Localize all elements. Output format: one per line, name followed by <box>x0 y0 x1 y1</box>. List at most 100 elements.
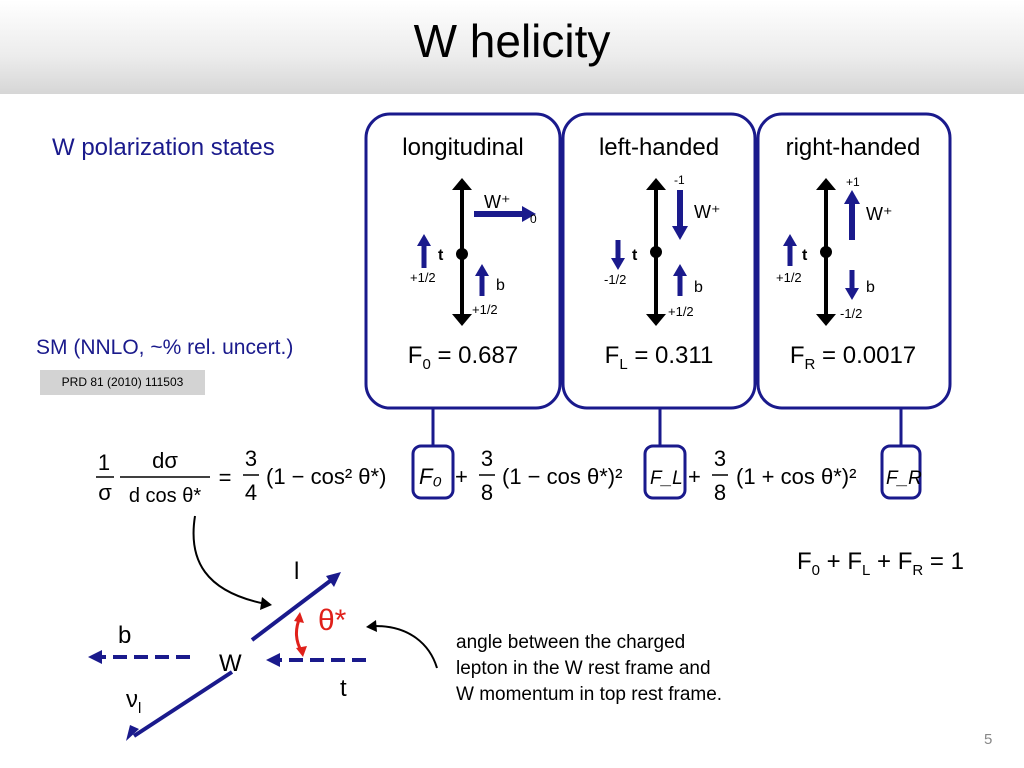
fl-highlight-box <box>643 444 687 500</box>
w-spin: +1 <box>846 175 860 189</box>
title-bar <box>0 0 1024 94</box>
angle-description-line: angle between the charged <box>456 632 686 653</box>
sum-fr-sub: R <box>912 561 924 579</box>
formula-c2-num: 3 <box>481 446 493 471</box>
sum-rule: F0 + FL + FR = 1 <box>797 548 964 579</box>
fraction-symbol: F <box>604 342 620 369</box>
axis-arrowhead-down <box>646 314 666 326</box>
sum-plus: + <box>870 548 898 575</box>
formula-c1-num: 3 <box>245 446 257 471</box>
w-spin: 0 <box>530 212 537 226</box>
b-spin: +1/2 <box>668 304 694 319</box>
b-label: b <box>496 277 505 294</box>
b-label: b <box>694 279 703 296</box>
sum-rhs: = 1 <box>923 548 964 575</box>
fraction-sub: L <box>619 355 628 373</box>
fraction-fr: FR = 0.0017 <box>758 342 948 373</box>
sum-f0-sub: 0 <box>811 561 821 579</box>
fr-highlight-box <box>880 444 922 500</box>
t-label: t <box>438 247 444 264</box>
longitudinal-diagram: W⁺ 0 t +1/2 b +1/2 <box>410 178 537 326</box>
formula-diff-den: d cos θ* <box>129 485 201 507</box>
formula-f0: F₀ <box>419 464 442 489</box>
state-title-longitudinal: longitudinal <box>402 134 524 161</box>
state-title-left-handed: left-handed <box>598 134 720 161</box>
t-label: t <box>802 247 808 264</box>
b-label: b <box>866 279 875 296</box>
decay-diagram <box>88 572 366 741</box>
left-handed-diagram: -1 W⁺ t -1/2 b +1/2 <box>604 173 721 326</box>
sum-fr: F <box>897 548 913 575</box>
angle-description-line: W momentum in top rest frame. <box>456 684 723 705</box>
axis-arrowhead-up <box>452 178 472 190</box>
state-box-right-handed <box>756 112 952 410</box>
formula-plus2: + <box>688 464 701 489</box>
b-spin: +1/2 <box>472 302 498 317</box>
formula-term3: (1 + cos θ*)² <box>736 464 856 489</box>
lepton-label: l <box>294 558 300 585</box>
fraction-value: = 0.0017 <box>815 342 917 369</box>
t-spin: -1/2 <box>604 272 626 287</box>
axis-arrowhead-down <box>816 314 836 326</box>
formula-diff-num: dσ <box>152 448 178 473</box>
formula-eq: = <box>219 465 232 490</box>
polarization-heading: W polarization states <box>52 134 275 161</box>
helicity-formula: 1 σ dσ d cos θ* = 3 4 (1 − cos² θ*) F₀ +… <box>96 446 922 507</box>
neutrino-symbol: ν <box>126 686 138 713</box>
pointer-arrow-formula <box>192 515 267 605</box>
vertex-dot <box>650 246 662 258</box>
t-spin: +1/2 <box>410 270 436 285</box>
state-title-right-handed: right-handed <box>785 134 921 161</box>
w-label: W⁺ <box>866 204 893 224</box>
reference-badge: PRD 81 (2010) 111503 <box>40 370 205 395</box>
fraction-symbol: F <box>789 342 805 369</box>
sum-fl: F <box>847 548 863 575</box>
sum-fl-sub: L <box>862 561 871 579</box>
formula-c3-den: 8 <box>714 480 726 505</box>
formula-c2-den: 8 <box>481 480 493 505</box>
axis-arrowhead-down <box>452 314 472 326</box>
sum-plus: + <box>820 548 848 575</box>
fraction-sub: 0 <box>422 355 431 373</box>
fraction-sub: R <box>804 355 816 373</box>
t-spin: +1/2 <box>776 270 802 285</box>
pointer-arrow-description <box>371 624 438 669</box>
neutrino-sub: l <box>138 699 142 717</box>
formula-lhs-den: σ <box>98 480 112 505</box>
angle-description: angle between the charged lepton in the … <box>456 630 786 708</box>
vertex-dot <box>456 248 468 260</box>
formula-c3-num: 3 <box>714 446 726 471</box>
theta-label: θ* <box>318 604 347 637</box>
slide-title: W helicity <box>413 15 611 67</box>
b-quark-label: b <box>118 622 132 649</box>
neutrino-label: νl <box>126 686 141 717</box>
sm-label: SM (NNLO, ~% rel. uncert.) <box>36 336 294 359</box>
formula-plus1: + <box>455 464 468 489</box>
vertex-dot <box>820 246 832 258</box>
formula-lhs-num: 1 <box>98 450 110 475</box>
axis-arrowhead-up <box>816 178 836 190</box>
angle-description-line: lepton in the W rest frame and <box>456 658 711 679</box>
fraction-symbol: F <box>407 342 423 369</box>
right-handed-diagram: +1 W⁺ t +1/2 b -1/2 <box>776 175 893 326</box>
fraction-value: = 0.311 <box>627 342 714 369</box>
w-label: W⁺ <box>484 192 511 212</box>
w-spin: -1 <box>674 173 685 187</box>
fraction-f0: F0 = 0.687 <box>368 342 558 373</box>
f0-highlight-box <box>411 444 455 500</box>
w-boson-label: W <box>219 650 242 677</box>
page-number: 5 <box>984 731 993 748</box>
formula-fl: F_L <box>650 468 683 489</box>
lepton-line <box>250 576 336 642</box>
neutrino-line <box>132 670 234 738</box>
t-label: t <box>632 247 638 264</box>
axis-arrowhead-up <box>646 178 666 190</box>
formula-c1-den: 4 <box>245 480 257 505</box>
top-label: t <box>340 675 347 702</box>
fraction-value: = 0.687 <box>430 342 519 369</box>
sum-f0: F <box>797 548 812 575</box>
formula-fr: F_R <box>886 468 922 489</box>
b-spin: -1/2 <box>840 306 862 321</box>
fraction-fl: FL = 0.311 <box>564 342 754 373</box>
